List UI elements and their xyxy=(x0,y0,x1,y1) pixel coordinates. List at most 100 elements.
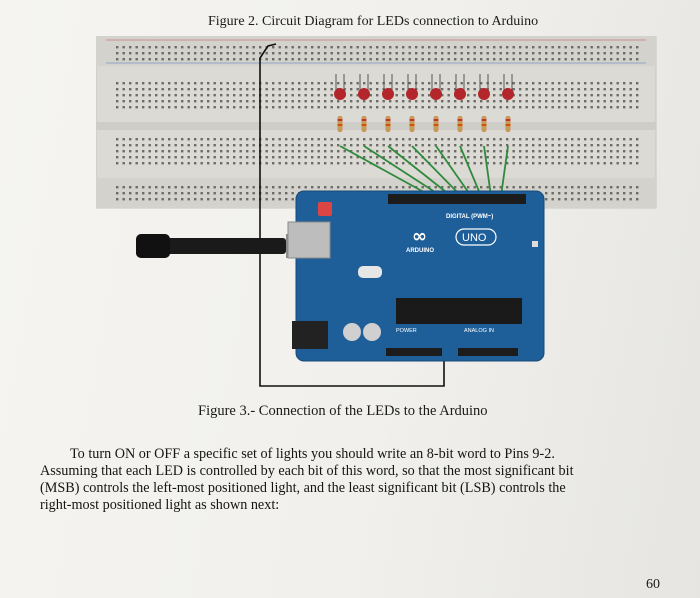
breadboard-hole xyxy=(181,46,184,49)
breadboard-hole xyxy=(278,198,281,201)
breadboard-hole xyxy=(623,156,626,159)
breadboard-hole xyxy=(122,82,125,85)
breadboard-hole xyxy=(603,144,606,147)
breadboard-hole xyxy=(304,162,307,165)
breadboard-hole xyxy=(239,52,242,55)
breadboard-hole xyxy=(343,138,346,141)
breadboard-hole xyxy=(174,100,177,103)
breadboard-hole xyxy=(142,198,145,201)
breadboard-hole xyxy=(324,52,327,55)
breadboard-hole xyxy=(603,106,606,109)
breadboard-hole xyxy=(512,100,515,103)
breadboard-hole xyxy=(616,94,619,97)
breadboard-hole xyxy=(265,138,268,141)
breadboard-hole xyxy=(142,82,145,85)
breadboard-hole xyxy=(623,192,626,195)
breadboard-hole xyxy=(252,58,255,61)
breadboard-hole xyxy=(220,198,223,201)
breadboard-hole xyxy=(610,192,613,195)
breadboard-hole xyxy=(317,82,320,85)
breadboard-hole xyxy=(148,106,151,109)
breadboard-hole xyxy=(239,186,242,189)
breadboard-hole xyxy=(168,94,171,97)
breadboard-hole xyxy=(168,156,171,159)
breadboard-hole xyxy=(343,106,346,109)
breadboard-hole xyxy=(421,186,424,189)
breadboard-hole xyxy=(356,156,359,159)
breadboard-hole xyxy=(311,138,314,141)
breadboard-hole xyxy=(584,106,587,109)
breadboard-hole xyxy=(512,52,515,55)
breadboard-hole xyxy=(122,106,125,109)
breadboard-hole xyxy=(616,198,619,201)
breadboard-hole xyxy=(226,88,229,91)
figure-3-caption: Figure 3.- Connection of the LEDs to the… xyxy=(198,403,488,419)
breadboard-hole xyxy=(538,88,541,91)
breadboard-hole xyxy=(382,156,385,159)
breadboard-hole xyxy=(135,150,138,153)
analog-header xyxy=(458,348,518,356)
breadboard-hole xyxy=(636,192,639,195)
breadboard-hole xyxy=(402,46,405,49)
breadboard-hole xyxy=(285,46,288,49)
breadboard-hole xyxy=(142,46,145,49)
breadboard-hole xyxy=(116,100,119,103)
breadboard-hole xyxy=(356,106,359,109)
breadboard-hole xyxy=(298,88,301,91)
breadboard-hole xyxy=(629,156,632,159)
breadboard-hole xyxy=(415,138,418,141)
breadboard-hole xyxy=(623,94,626,97)
breadboard-hole xyxy=(239,100,242,103)
breadboard-hole xyxy=(252,198,255,201)
breadboard-hole xyxy=(272,186,275,189)
breadboard-hole xyxy=(226,144,229,147)
breadboard-hole xyxy=(545,88,548,91)
breadboard-hole xyxy=(532,138,535,141)
breadboard-hole xyxy=(298,94,301,97)
breadboard-hole xyxy=(122,150,125,153)
breadboard-hole xyxy=(473,58,476,61)
breadboard-hole xyxy=(454,150,457,153)
breadboard-hole xyxy=(135,52,138,55)
breadboard-hole xyxy=(246,144,249,147)
breadboard-hole xyxy=(551,100,554,103)
breadboard-hole xyxy=(272,106,275,109)
breadboard-hole xyxy=(161,82,164,85)
breadboard-hole xyxy=(330,52,333,55)
breadboard-hole xyxy=(382,144,385,147)
breadboard-hole xyxy=(194,46,197,49)
breadboard-hole xyxy=(363,150,366,153)
breadboard-hole xyxy=(142,88,145,91)
breadboard-hole xyxy=(200,192,203,195)
breadboard-hole xyxy=(402,144,405,147)
breadboard-hole xyxy=(597,144,600,147)
breadboard-hole xyxy=(538,138,541,141)
breadboard-hole xyxy=(213,52,216,55)
breadboard-hole xyxy=(363,46,366,49)
breadboard-hole xyxy=(402,106,405,109)
breadboard-hole xyxy=(148,46,151,49)
breadboard-hole xyxy=(142,106,145,109)
breadboard-hole xyxy=(610,94,613,97)
breadboard-hole xyxy=(298,144,301,147)
breadboard-hole xyxy=(129,162,132,165)
breadboard-hole xyxy=(428,100,431,103)
breadboard-hole xyxy=(499,144,502,147)
breadboard-hole xyxy=(291,198,294,201)
breadboard-hole xyxy=(512,162,515,165)
breadboard-hole xyxy=(181,106,184,109)
breadboard-hole xyxy=(116,162,119,165)
breadboard-hole xyxy=(317,46,320,49)
breadboard-hole xyxy=(603,82,606,85)
breadboard-hole xyxy=(480,186,483,189)
breadboard-hole xyxy=(278,52,281,55)
breadboard-hole xyxy=(616,162,619,165)
breadboard-hole xyxy=(473,46,476,49)
breadboard-hole xyxy=(408,82,411,85)
breadboard-hole xyxy=(246,88,249,91)
breadboard-hole xyxy=(311,156,314,159)
breadboard-hole xyxy=(480,144,483,147)
breadboard-hole xyxy=(350,100,353,103)
breadboard-hole xyxy=(590,150,593,153)
breadboard-hole xyxy=(447,106,450,109)
